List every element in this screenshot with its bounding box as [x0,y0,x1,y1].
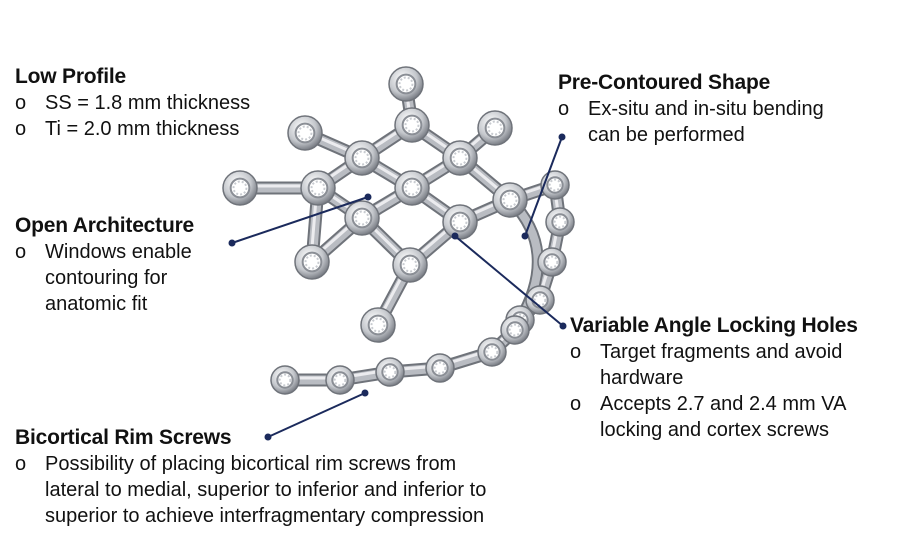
locking-hole-thread [278,373,292,387]
locking-hole-thread [383,365,397,379]
callout-heading: Variable Angle Locking Holes [570,314,858,337]
locking-hole-thread [297,125,313,141]
list-item-text: Target fragments and avoid [600,341,843,363]
leader-line-pre-contoured-shape [524,136,563,237]
hollow-circle-bullet-icon: o [15,241,27,263]
list-item: o Possibility of placing bicortical rim … [15,451,486,529]
leader-dot-icon [451,232,459,240]
locking-hole-thread [433,361,447,375]
locking-hole-thread [304,254,320,270]
locking-hole-thread [553,215,567,229]
hollow-circle-bullet-icon: o [15,92,27,114]
list-item-text: Accepts 2.7 and 2.4 mm VA [600,393,847,415]
callout-list: o Target fragments and avoid hardware o … [570,339,858,443]
callout-low-profile: Low Profile o SS = 1.8 mm thickness o Ti… [15,64,250,142]
locking-hole-thread [452,214,468,230]
callout-heading: Bicortical Rim Screws [15,426,232,449]
leader-line-variable-angle-locking-holes [454,235,564,327]
locking-hole-thread [548,178,562,192]
locking-hole-thread [370,317,386,333]
callout-heading: Open Architecture [15,214,195,237]
leader-dot-icon [228,239,236,247]
locking-hole-thread [354,210,370,226]
list-item: o Accepts 2.7 and 2.4 mm VA locking and … [570,391,858,443]
hollow-circle-bullet-icon: o [15,453,27,475]
callout-list: o Possibility of placing bicortical rim … [15,451,486,529]
leader-dot-icon [364,193,372,201]
list-item: o Ti = 2.0 mm thickness [15,116,250,142]
leader-dot-icon [264,433,272,441]
hollow-circle-bullet-icon: o [15,118,27,140]
locking-hole-thread [485,345,499,359]
callout-list: o Ex-situ and in-situ bending can be per… [558,96,824,148]
list-item: o Target fragments and avoid hardware [570,339,858,391]
list-item-text: Ti = 2.0 mm thickness [45,118,240,140]
hollow-circle-bullet-icon: o [570,341,582,363]
locking-hole-thread [333,373,347,387]
list-item-text: Possibility of placing bicortical rim sc… [45,453,457,475]
locking-hole-thread [404,180,420,196]
locking-hole-thread [533,293,547,307]
list-item-text: SS = 1.8 mm thickness [45,92,251,114]
leader-lines [228,133,567,441]
list-item-text: lateral to medial, superior to inferior … [45,479,487,501]
locking-hole-thread [398,76,414,92]
locking-hole-thread [508,323,522,337]
leader-dot-icon [521,232,529,240]
callout-list: o Windows enable contouring for anatomic… [15,239,194,317]
list-item: o Windows enable contouring for anatomic… [15,239,194,317]
leader-line-bicortical-rim-screws [267,392,366,438]
list-item: o SS = 1.8 mm thickness [15,90,250,116]
locking-hole-thread [310,180,326,196]
callout-list: o SS = 1.8 mm thickness o Ti = 2.0 mm th… [15,90,250,142]
callout-bicortical-rim-screws: Bicortical Rim Screws o Possibility of p… [15,425,486,529]
callout-heading: Low Profile [15,65,126,88]
locking-hole-thread [502,192,518,208]
list-item-text: anatomic fit [45,293,148,315]
list-item-text: can be performed [588,124,745,146]
callout-pre-contoured-shape: Pre-Contoured Shape o Ex-situ and in-sit… [558,70,824,148]
locking-hole-thread [545,255,559,269]
list-item-text: Windows enable [45,241,192,263]
list-item-text: hardware [600,367,684,389]
list-item-text: Ex-situ and in-situ bending [588,98,824,120]
leader-dot-icon [558,133,566,141]
list-item-text: locking and cortex screws [600,419,829,441]
hollow-circle-bullet-icon: o [570,393,582,415]
callout-variable-angle-locking-holes: Variable Angle Locking Holes o Target fr… [570,313,858,443]
locking-hole-thread [354,150,370,166]
list-item-text: contouring for [45,267,168,289]
locking-hole-thread [487,120,503,136]
locking-hole-thread [402,257,418,273]
locking-hole-thread [404,117,420,133]
callout-heading: Pre-Contoured Shape [558,71,771,94]
hollow-circle-bullet-icon: o [558,98,570,120]
locking-hole-thread [232,180,248,196]
list-item-text: superior to achieve interfragmentary com… [45,505,485,527]
plate-holes [222,66,575,395]
leader-dot-icon [361,389,369,397]
list-item: o Ex-situ and in-situ bending can be per… [558,96,824,148]
callout-open-architecture: Open Architecture o Windows enable conto… [15,213,194,317]
leader-line-open-architecture [231,196,369,244]
locking-hole-thread [452,150,468,166]
leader-dot-icon [559,322,567,330]
